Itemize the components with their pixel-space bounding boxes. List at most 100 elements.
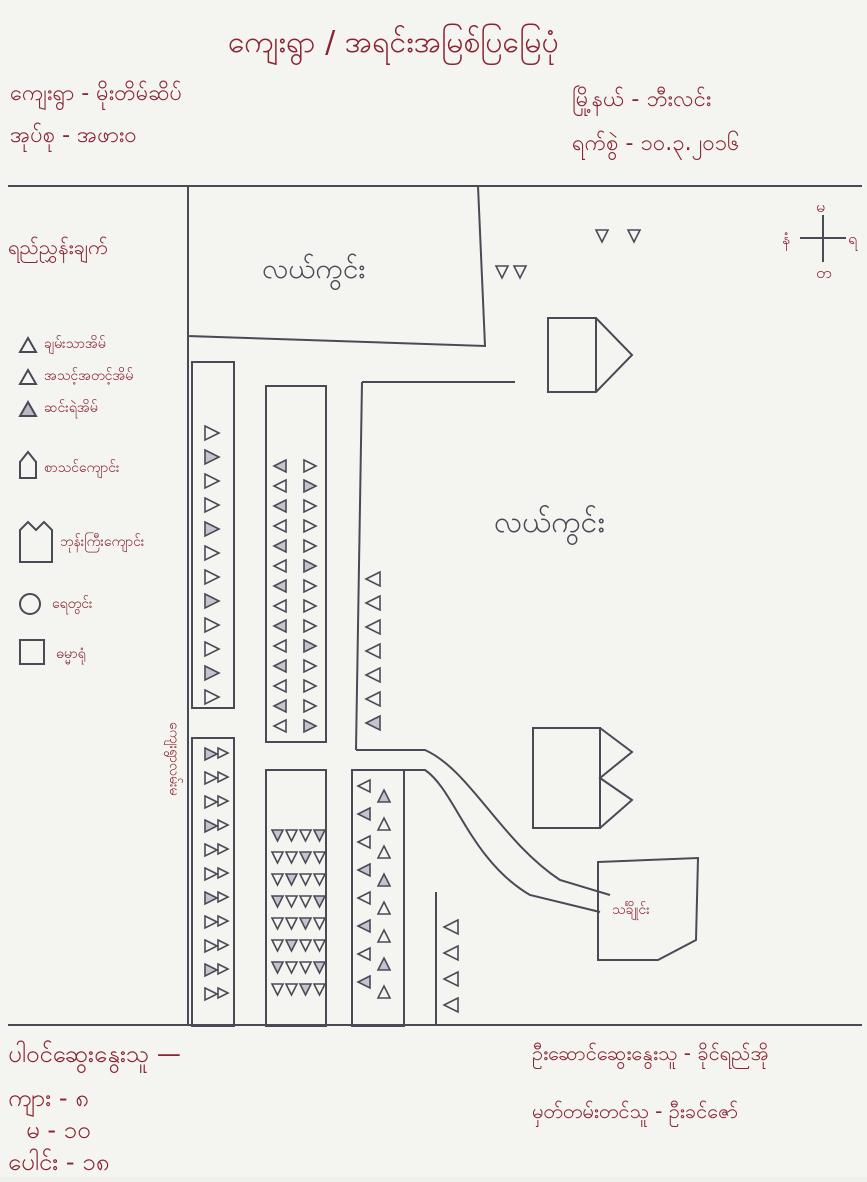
participants-title: ပါဝင်ဆွေးနွေးသူ — xyxy=(8,1040,181,1068)
house-icon xyxy=(204,866,219,882)
participants-female: မ - ၁၀ xyxy=(26,1116,91,1144)
road-label: ကျေးရွာလမ်းမ xyxy=(166,722,182,796)
house-icon xyxy=(312,917,327,931)
field-label-east: လယ်ကွင်း xyxy=(494,505,605,540)
house-icon xyxy=(303,578,318,594)
house-icon xyxy=(204,688,221,706)
poor-house-icon xyxy=(356,806,371,822)
house-icon xyxy=(356,834,371,850)
house-icon xyxy=(204,938,219,954)
house-icon xyxy=(376,928,392,943)
poor-house-icon xyxy=(376,956,392,971)
poor-house-icon xyxy=(204,448,221,466)
house-block-1 xyxy=(191,361,235,709)
poor-house-icon xyxy=(270,895,285,909)
compass-north: မ xyxy=(816,197,826,216)
poor-house-icon xyxy=(204,520,221,538)
house-icon xyxy=(312,983,327,997)
school-south-icon xyxy=(532,727,601,829)
house-icon xyxy=(364,594,381,612)
house-icon xyxy=(204,472,221,490)
house-icon xyxy=(364,618,381,636)
square-icon xyxy=(19,639,45,665)
compass-west: နံ xyxy=(782,229,791,248)
legend-label-poor-house: ဆင်းရဲအိမ် xyxy=(44,400,98,416)
recorder-label: မှတ်တမ်းတင်သူ - ဦးခင်ဇော် xyxy=(532,1099,739,1123)
poor-house-icon xyxy=(270,961,285,975)
poor-house-icon xyxy=(272,698,287,714)
house-icon xyxy=(272,718,287,734)
house-icon xyxy=(217,962,230,976)
field-label-north: လယ်ကွင်း xyxy=(262,252,366,285)
house-icon xyxy=(272,518,287,534)
house-icon xyxy=(376,816,392,831)
poor-house-icon xyxy=(272,498,287,514)
house-icon xyxy=(217,890,230,904)
house-block-4 xyxy=(265,769,327,1027)
poor-house-icon xyxy=(272,618,287,634)
house-icon xyxy=(217,986,230,1000)
page-title: ကျေးရွာ / အရင်းအမြစ်ပြမြေပုံ xyxy=(228,25,559,60)
house-icon xyxy=(204,544,221,562)
village-label: ကျေးရွာ - မိုးတိမ်ဆိပ် xyxy=(10,81,183,106)
poor-house-icon xyxy=(303,718,318,734)
poor-house-icon xyxy=(272,458,287,474)
house-icon xyxy=(204,770,219,786)
house-icon xyxy=(298,961,313,975)
house-icon xyxy=(272,678,287,694)
house-icon xyxy=(303,598,318,614)
house-icon xyxy=(626,229,642,244)
poor-house-icon xyxy=(204,890,219,906)
poor-house-icon xyxy=(272,538,287,554)
house-icon xyxy=(494,265,510,280)
house-icon xyxy=(284,917,299,931)
house-icon xyxy=(303,498,318,514)
house-icon xyxy=(204,496,221,514)
cemetery-path-top xyxy=(356,749,611,896)
cemetery-label: သင်္ချိုင်း xyxy=(612,902,650,918)
cemetery-area xyxy=(597,856,700,961)
house-icon xyxy=(364,666,381,684)
house-icon xyxy=(204,568,221,586)
poor-house-icon xyxy=(303,558,318,574)
poor-house-icon xyxy=(272,658,287,674)
shaded-triangle-icon xyxy=(18,399,38,417)
house-icon xyxy=(284,983,299,997)
legend-label-hall: ဓမ္မာရုံ xyxy=(56,646,86,662)
participants-male: ကျား - ၈ xyxy=(8,1084,89,1112)
house-icon xyxy=(442,996,459,1014)
house-icon xyxy=(376,984,392,999)
date-label: ရက်စွဲ - ၁၀.၃.၂၀၁၆ xyxy=(572,131,740,156)
house-icon xyxy=(303,458,318,474)
township-label: မြို့နယ် - ဘီးလင်း xyxy=(572,87,712,112)
house-icon xyxy=(303,518,318,534)
house-icon xyxy=(217,818,230,832)
poor-house-icon xyxy=(356,918,371,934)
group-label: အုပ်စု - အဖားဝ xyxy=(10,123,137,148)
house-icon xyxy=(303,538,318,554)
house-icon xyxy=(217,770,230,784)
poor-house-icon xyxy=(204,592,221,610)
poor-house-icon xyxy=(298,917,313,931)
house-icon xyxy=(204,914,219,930)
legend-label-well: ရေတွင်း xyxy=(52,596,93,612)
poor-house-icon xyxy=(364,714,381,732)
house-icon xyxy=(270,983,285,997)
poor-house-icon xyxy=(376,872,392,887)
house-block-3 xyxy=(191,737,235,1027)
house-icon xyxy=(364,570,381,588)
house-icon xyxy=(312,939,327,953)
house-icon xyxy=(356,890,371,906)
house-icon xyxy=(298,829,313,843)
field-boundary xyxy=(187,185,487,348)
house-icon xyxy=(303,618,318,634)
house-icon xyxy=(204,842,219,858)
poor-house-icon xyxy=(284,873,299,887)
house-icon xyxy=(303,698,318,714)
house-icon xyxy=(270,917,285,931)
house-icon xyxy=(204,640,221,658)
facilitator-label: ဦးဆောင်ဆွေးနွေးသူ - ခိုင်ရည်အို xyxy=(532,1041,769,1065)
school-east-icon xyxy=(547,317,634,393)
poor-house-icon xyxy=(204,818,219,834)
house-icon xyxy=(303,658,318,674)
